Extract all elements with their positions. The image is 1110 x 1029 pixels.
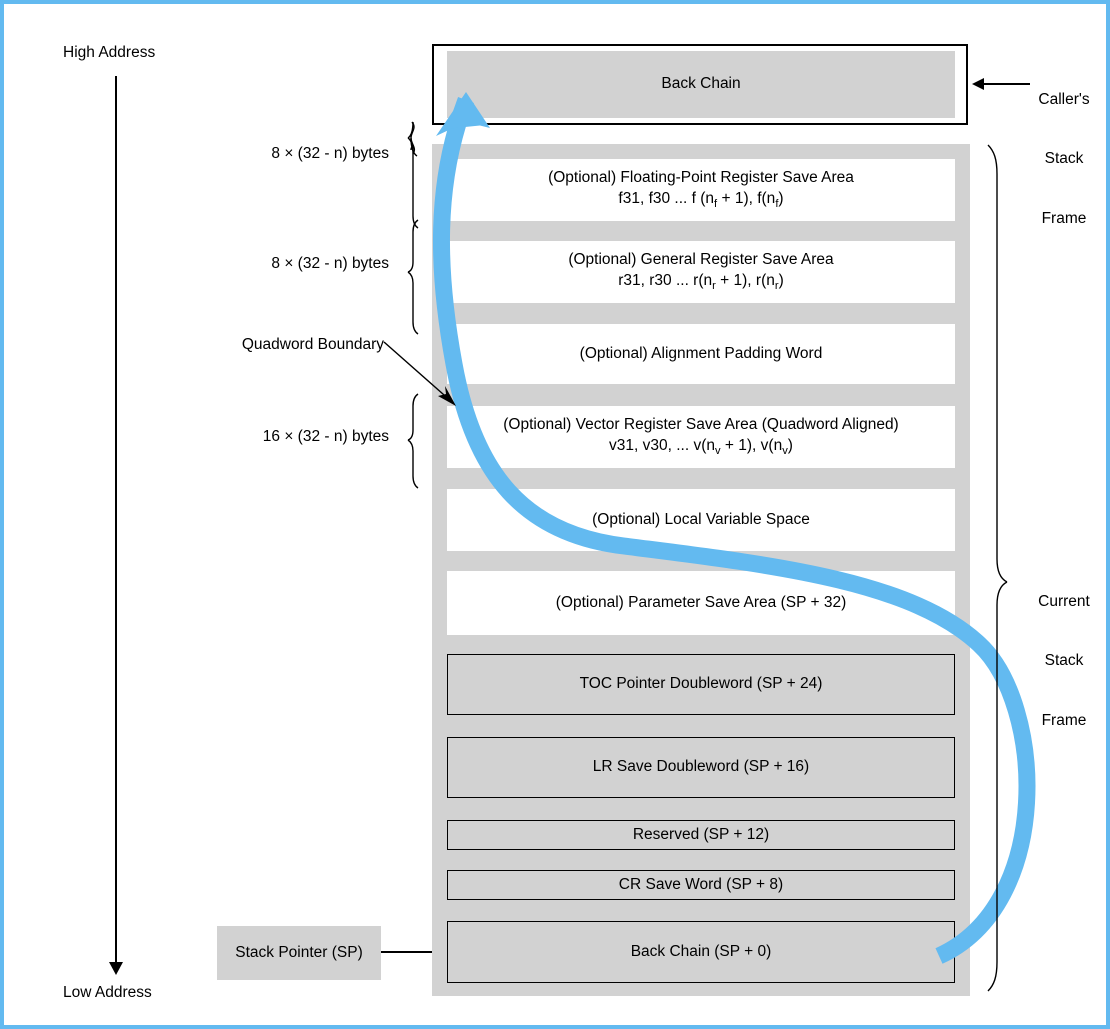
- stack-pointer-arrow-line: [381, 951, 439, 953]
- address-axis-line: [115, 76, 117, 966]
- brace-current-stack-frame: [987, 144, 1008, 992]
- slot-alignment-padding-word-label: (Optional) Alignment Padding Word: [579, 344, 823, 362]
- caller-frame-label-line-0: Caller's: [1038, 90, 1090, 108]
- slot-vector-save-area-line-0: (Optional) Vector Register Save Area (Qu…: [503, 416, 899, 434]
- high-address-label: High Address: [63, 44, 156, 61]
- quadword-boundary-label: Quadword Boundary: [241, 336, 384, 353]
- slot-caller-back-chain-label: Back Chain: [661, 75, 741, 93]
- caller-frame-label-line-1: Stack: [1044, 150, 1084, 168]
- slot-toc-pointer-doubleword: TOC Pointer Doubleword (SP + 24): [447, 654, 955, 715]
- measurement-fpr-size: 8 × (32 - n) bytes: [271, 145, 389, 162]
- slot-gpr-save-area-line-1: r31, r30 ... r(nr + 1), r(nr): [618, 271, 784, 292]
- slot-fpr-save-area: (Optional) Floating-Point Register Save …: [447, 159, 955, 221]
- brace-gpr: [407, 219, 419, 335]
- slot-caller-back-chain: Back Chain: [447, 51, 955, 118]
- slot-parameter-save-area-label: (Optional) Parameter Save Area (SP + 32): [555, 593, 847, 611]
- measurement-vector-size: 16 × (32 - n) bytes: [262, 428, 389, 445]
- slot-local-variable-space-label: (Optional) Local Variable Space: [592, 510, 810, 528]
- brace-fpr: [407, 121, 419, 229]
- slot-reserved-label: Reserved (SP + 12): [632, 825, 770, 843]
- slot-back-chain-sp0: Back Chain (SP + 0): [447, 921, 955, 983]
- current-stack-frame-label: Current Stack Frame: [1022, 552, 1106, 770]
- low-address-label: Low Address: [63, 984, 152, 1001]
- caller-frame-label-line-2: Frame: [1041, 209, 1087, 227]
- address-axis-arrowhead-icon: [109, 962, 123, 975]
- slot-fpr-save-area-line-0: (Optional) Floating-Point Register Save …: [548, 169, 854, 187]
- caller-stack-frame-label: Caller's Stack Frame: [1022, 50, 1106, 268]
- slot-fpr-save-area-line-1: f31, f30 ... f (nf + 1), f(nf): [618, 189, 784, 210]
- slot-reserved: Reserved (SP + 12): [447, 820, 955, 850]
- slot-gpr-save-area: (Optional) General Register Save Area r3…: [447, 241, 955, 303]
- slot-toc-pointer-doubleword-label: TOC Pointer Doubleword (SP + 24): [579, 675, 823, 693]
- slot-parameter-save-area: (Optional) Parameter Save Area (SP + 32): [447, 571, 955, 635]
- caller-frame-arrow-line: [982, 83, 1030, 85]
- measurement-gpr-size: 8 × (32 - n) bytes: [271, 255, 389, 272]
- slot-lr-save-doubleword-label: LR Save Doubleword (SP + 16): [592, 758, 810, 776]
- slot-cr-save-word: CR Save Word (SP + 8): [447, 870, 955, 900]
- slot-gpr-save-area-line-0: (Optional) General Register Save Area: [568, 251, 834, 269]
- stack-pointer-box: Stack Pointer (SP): [217, 926, 381, 980]
- slot-cr-save-word-label: CR Save Word (SP + 8): [618, 875, 784, 893]
- brace-vector: [407, 393, 419, 489]
- current-frame-label-line-1: Stack: [1044, 652, 1084, 670]
- slot-vector-save-area-line-1: v31, v30, ... v(nv + 1), v(nv): [609, 436, 793, 457]
- current-frame-label-line-0: Current: [1038, 592, 1090, 610]
- slot-back-chain-sp0-label: Back Chain (SP + 0): [630, 942, 772, 960]
- slot-lr-save-doubleword: LR Save Doubleword (SP + 16): [447, 737, 955, 798]
- slot-vector-save-area: (Optional) Vector Register Save Area (Qu…: [447, 406, 955, 468]
- current-frame-label-line-2: Frame: [1041, 711, 1087, 729]
- caller-frame-arrowhead-icon: [972, 78, 984, 90]
- stack-pointer-label: Stack Pointer (SP): [235, 944, 363, 962]
- slot-local-variable-space: (Optional) Local Variable Space: [447, 489, 955, 551]
- slot-alignment-padding-word: (Optional) Alignment Padding Word: [447, 324, 955, 384]
